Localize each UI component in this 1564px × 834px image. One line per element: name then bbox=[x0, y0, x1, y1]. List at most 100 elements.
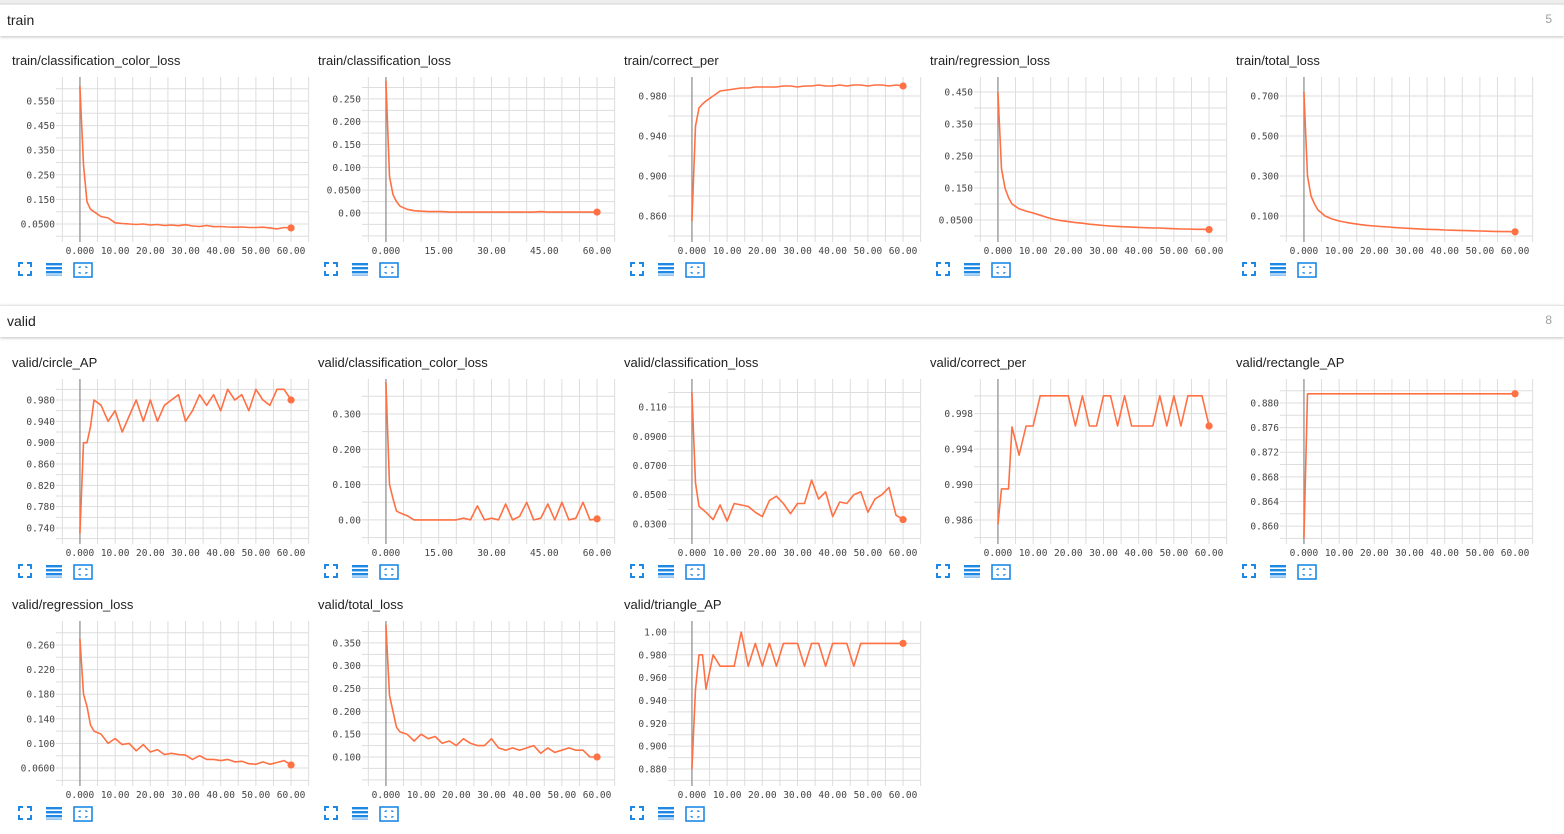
last-point-marker bbox=[899, 82, 907, 90]
fit-domain-icon[interactable] bbox=[991, 564, 1011, 582]
fullscreen-icon[interactable] bbox=[936, 262, 956, 280]
fit-domain-icon[interactable] bbox=[379, 806, 399, 824]
y-tick-label: 0.0300 bbox=[633, 519, 668, 530]
x-tick-label: 20.00 bbox=[136, 246, 165, 257]
y-tick-label: 0.860 bbox=[26, 460, 55, 471]
toggle-log-scale-icon[interactable] bbox=[1269, 564, 1289, 582]
fit-domain-icon[interactable] bbox=[73, 806, 93, 824]
fit-domain-icon[interactable] bbox=[379, 262, 399, 280]
x-tick-label: 50.00 bbox=[1160, 548, 1189, 559]
x-tick-label: 50.00 bbox=[242, 548, 271, 559]
toggle-log-scale-icon[interactable] bbox=[351, 262, 371, 280]
chart-title: valid/classification_color_loss bbox=[318, 355, 488, 370]
chart-title: train/classification_color_loss bbox=[12, 53, 181, 68]
toggle-log-scale-icon[interactable] bbox=[963, 564, 983, 582]
fullscreen-icon[interactable] bbox=[936, 564, 956, 582]
x-tick-label: 60.00 bbox=[889, 790, 918, 801]
fit-domain-icon[interactable] bbox=[685, 262, 705, 280]
fit-domain-icon[interactable] bbox=[991, 262, 1011, 280]
y-tick-label: 0.300 bbox=[1250, 172, 1279, 183]
chart-plot[interactable]: 0.7400.7800.8200.8600.9000.9400.9800.000… bbox=[0, 352, 310, 562]
series-line bbox=[79, 388, 292, 534]
fit-domain-icon[interactable] bbox=[1297, 262, 1317, 280]
x-tick-label: 50.00 bbox=[242, 790, 271, 801]
fit-domain-icon[interactable] bbox=[73, 262, 93, 280]
y-tick-label: 0.864 bbox=[1250, 497, 1279, 508]
x-tick-label: 20.00 bbox=[748, 548, 777, 559]
fullscreen-icon[interactable] bbox=[324, 806, 344, 824]
x-tick-label: 30.00 bbox=[783, 246, 812, 257]
y-tick-label: 0.900 bbox=[638, 742, 667, 753]
toggle-log-scale-icon[interactable] bbox=[351, 564, 371, 582]
x-tick-label: 20.00 bbox=[748, 246, 777, 257]
y-tick-label: 0.872 bbox=[1250, 448, 1279, 459]
x-tick-label: 45.00 bbox=[530, 548, 559, 559]
y-tick-label: 0.00 bbox=[338, 208, 361, 219]
last-point-marker bbox=[1511, 228, 1519, 236]
x-tick-label: 0.000 bbox=[372, 790, 401, 801]
x-tick-label: 0.000 bbox=[372, 246, 401, 257]
x-tick-label: 30.00 bbox=[477, 548, 506, 559]
toggle-log-scale-icon[interactable] bbox=[657, 806, 677, 824]
fullscreen-icon[interactable] bbox=[630, 262, 650, 280]
y-tick-label: 0.820 bbox=[26, 481, 55, 492]
toggle-log-scale-icon[interactable] bbox=[1269, 262, 1289, 280]
fullscreen-icon[interactable] bbox=[1242, 262, 1262, 280]
fit-domain-icon[interactable] bbox=[685, 564, 705, 582]
last-point-marker bbox=[1511, 390, 1519, 398]
fullscreen-icon[interactable] bbox=[630, 564, 650, 582]
fullscreen-icon[interactable] bbox=[18, 806, 38, 824]
section-header-train[interactable]: train 5 bbox=[0, 4, 1564, 36]
fullscreen-icon[interactable] bbox=[18, 262, 38, 280]
section-header-valid[interactable]: valid 8 bbox=[0, 305, 1564, 337]
x-tick-label: 10.00 bbox=[101, 790, 130, 801]
y-tick-label: 0.100 bbox=[332, 163, 361, 174]
y-tick-label: 0.150 bbox=[332, 140, 361, 151]
y-tick-label: 0.876 bbox=[1250, 423, 1279, 434]
x-tick-label: 20.00 bbox=[748, 790, 777, 801]
fullscreen-icon[interactable] bbox=[18, 564, 38, 582]
series-line bbox=[1303, 392, 1516, 539]
x-tick-label: 50.00 bbox=[854, 548, 883, 559]
x-tick-label: 40.00 bbox=[206, 790, 235, 801]
fullscreen-icon[interactable] bbox=[630, 806, 650, 824]
fullscreen-icon[interactable] bbox=[324, 564, 344, 582]
fit-domain-icon[interactable] bbox=[1297, 564, 1317, 582]
last-point-marker bbox=[593, 515, 601, 523]
fullscreen-icon[interactable] bbox=[1242, 564, 1262, 582]
toggle-log-scale-icon[interactable] bbox=[351, 806, 371, 824]
toggle-log-scale-icon[interactable] bbox=[657, 564, 677, 582]
fullscreen-icon[interactable] bbox=[324, 262, 344, 280]
toggle-log-scale-icon[interactable] bbox=[45, 806, 65, 824]
fit-domain-icon[interactable] bbox=[685, 806, 705, 824]
x-tick-label: 60.00 bbox=[1501, 548, 1530, 559]
x-tick-label: 50.00 bbox=[1466, 548, 1495, 559]
fit-domain-icon[interactable] bbox=[379, 564, 399, 582]
y-tick-label: 0.110 bbox=[638, 403, 667, 414]
toggle-log-scale-icon[interactable] bbox=[657, 262, 677, 280]
toggle-log-scale-icon[interactable] bbox=[963, 262, 983, 280]
x-tick-label: 10.00 bbox=[407, 790, 436, 801]
toggle-log-scale-icon[interactable] bbox=[45, 564, 65, 582]
chart-title: valid/classification_loss bbox=[624, 355, 759, 370]
toggle-log-scale-icon[interactable] bbox=[45, 262, 65, 280]
x-tick-label: 30.00 bbox=[1395, 246, 1424, 257]
fit-domain-icon[interactable] bbox=[73, 564, 93, 582]
last-point-marker bbox=[1205, 226, 1213, 234]
